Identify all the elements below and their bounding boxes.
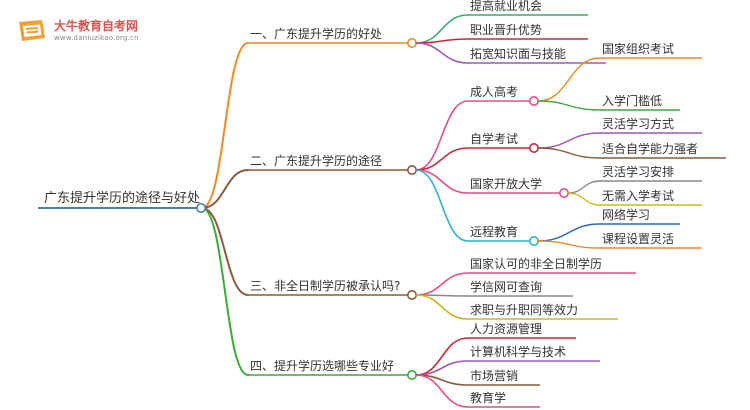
branch-2-child-3-node: [558, 188, 569, 199]
branch-2-child-1-sub-1-label: 国家组织考试: [602, 41, 674, 56]
branch-2-child-4-link: [415, 169, 469, 242]
branch-1-label: 一、广东提升学历的好处: [250, 26, 382, 41]
branch-3-link: [201, 207, 249, 296]
branch-2-child-3-label: 国家开放大学: [470, 176, 542, 191]
branch-3-node: [406, 289, 417, 300]
site-logo[interactable]: 大牛教育自考网 www.daniuzikao.org.cn: [16, 14, 226, 50]
branch-2-node: [406, 165, 417, 176]
branch-2-child-4-node: [528, 236, 539, 247]
branch-2-child-1-sub-1-link: [537, 57, 601, 102]
branch-4-child-1-link: [415, 337, 469, 376]
branch-3-child-3-link: [415, 294, 469, 320]
branch-4-child-1-label: 人力资源管理: [470, 321, 542, 336]
branch-2-child-4-sub-1-label: 网络学习: [602, 207, 650, 222]
branch-1-child-3-link: [415, 42, 469, 64]
branch-3-child-3-label: 求职与升职同等效力: [470, 302, 578, 317]
branch-1-child-3-label: 拓宽知识面与技能: [470, 46, 566, 61]
branch-2-child-2-sub-2-label: 适合自学能力强者: [602, 141, 698, 156]
branch-2-link: [201, 169, 249, 209]
branch-2-child-2-node: [528, 143, 539, 154]
branch-2-child-4-sub-1-link: [537, 223, 601, 242]
branch-2-child-1-sub-2-link: [537, 100, 601, 111]
branch-2-child-2-sub-1-link: [537, 132, 601, 149]
branch-1-link: [201, 42, 249, 209]
branch-4-child-4-label: 教育学: [470, 390, 506, 405]
branch-2-child-4-label: 远程教育: [470, 224, 518, 239]
branch-2-label: 二、广东提升学历的途径: [250, 153, 382, 168]
branch-3-child-1-label: 国家认可的非全日制学历: [470, 256, 602, 271]
branch-3-label: 三、非全日制学历被承认吗?: [250, 278, 400, 293]
branch-2-child-4-sub-2-link: [537, 240, 601, 249]
branch-2-child-1-node: [528, 96, 539, 107]
root-label: 广东提升学历的途径与好处: [44, 190, 200, 206]
branch-2-child-3-sub-2-label: 无需入学考试: [602, 188, 674, 203]
branch-2-child-2-label: 自学考试: [470, 131, 518, 146]
logo-url: www.daniuzikao.org.cn: [54, 34, 139, 42]
branch-3-child-1-link: [415, 272, 469, 296]
branch-2-child-2-link: [415, 147, 469, 171]
branch-4-child-4-link: [415, 374, 469, 408]
branch-1-node: [406, 37, 417, 48]
branch-1-child-1-label: 提高就业机会: [470, 0, 542, 13]
branch-2-child-1-link: [415, 100, 469, 171]
branch-2-child-3-sub-1-label: 灵活学习安排: [602, 164, 674, 179]
branch-2-child-2-sub-1-label: 灵活学习方式: [602, 116, 674, 131]
branch-4-node: [406, 369, 417, 380]
branch-4-child-3-label: 市场营销: [470, 368, 518, 383]
graduation-cap-icon: [19, 20, 45, 41]
branch-4-child-2-label: 计算机科学与技术: [470, 344, 566, 359]
branch-2-child-1-sub-2-label: 入学门槛低: [602, 93, 662, 108]
branch-2-child-4-sub-2-label: 课程设置灵活: [602, 231, 674, 246]
branch-2-child-3-link: [415, 169, 469, 194]
branch-3-child-2-label: 学信网可查询: [470, 279, 542, 294]
branch-2-child-3-sub-1-link: [567, 180, 601, 194]
logo-title: 大牛教育自考网: [54, 19, 139, 33]
branch-2-child-3-sub-2-link: [567, 192, 601, 206]
branch-4-label: 四、提升学历选哪些专业好: [250, 358, 394, 373]
branch-1-child-2-link: [415, 38, 469, 44]
branch-2-child-1-label: 成人高考: [470, 84, 518, 99]
branch-2-child-2-sub-2-link: [537, 147, 601, 159]
root-node: [196, 203, 207, 214]
branch-1-child-2-label: 职业晋升优势: [470, 23, 542, 37]
branch-4-link: [201, 207, 249, 376]
